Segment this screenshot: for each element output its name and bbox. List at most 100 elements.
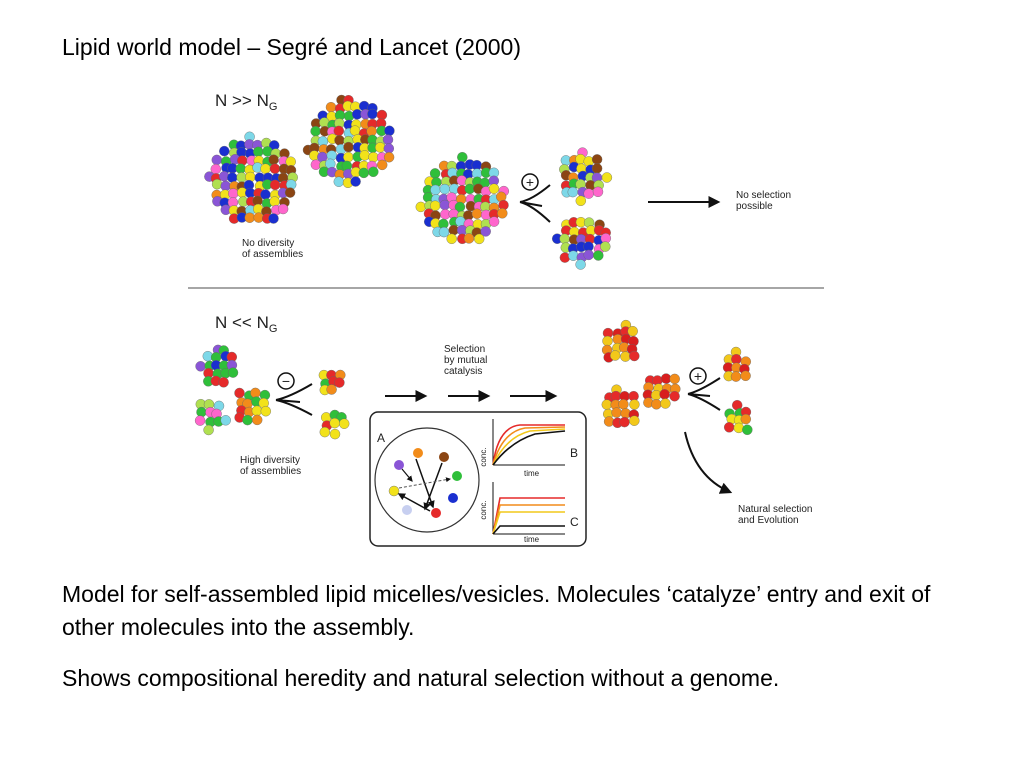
graph-b-curve-red — [492, 424, 565, 466]
bottom-heading: N << NG — [215, 313, 277, 335]
molecule — [740, 370, 751, 381]
molecule — [211, 154, 222, 166]
molecule — [203, 424, 214, 436]
molecule — [568, 250, 579, 261]
molecule — [228, 188, 239, 199]
molecule — [575, 259, 586, 270]
molecule — [349, 125, 361, 136]
molecule — [457, 151, 468, 163]
molecule — [659, 389, 670, 400]
molecule — [366, 126, 377, 137]
graph-b-curve-orange — [492, 426, 566, 466]
molecule — [591, 154, 603, 165]
molecule — [358, 167, 370, 179]
large-assembly-2 — [302, 94, 395, 189]
small-assembly-top-1 — [559, 147, 613, 207]
yaxis-label-c: conc. — [479, 500, 488, 519]
net-arrow-4 — [397, 493, 431, 512]
molecule — [343, 141, 354, 153]
molecule — [268, 213, 279, 224]
molecule — [374, 142, 386, 153]
split-icon-bottom — [275, 383, 313, 416]
inset-label-a: A — [377, 431, 385, 445]
inset-label-b: B — [570, 446, 578, 460]
split-icon — [519, 184, 551, 223]
arrow-natural-selection — [684, 431, 733, 494]
molecule — [629, 399, 640, 410]
molecule — [583, 249, 594, 261]
node-orange — [413, 448, 423, 458]
molecule — [227, 172, 238, 183]
molecule — [236, 172, 247, 183]
molecule — [234, 387, 245, 399]
molecule — [329, 417, 340, 429]
graph-b-curve-yellow — [492, 428, 566, 466]
plus-circle-icon — [521, 173, 539, 191]
node-brown — [439, 452, 449, 462]
minus-circle-icon — [277, 372, 295, 390]
molecule — [600, 241, 611, 252]
molecule — [368, 166, 379, 178]
molecule — [669, 391, 680, 402]
no-diversity-label: No diversity of assemblies — [242, 238, 303, 260]
assembly-pastel-mix — [194, 399, 231, 436]
node-lightblue — [402, 505, 412, 515]
graph-c-curve-black — [492, 525, 565, 535]
molecule — [724, 422, 735, 433]
selection-label: Selection by mutual catalysis — [444, 344, 490, 377]
small-assembly-top-2 — [552, 216, 611, 270]
graph-b-curve-black — [492, 430, 566, 466]
molecule — [660, 398, 671, 409]
graph-c-curve-yellow — [492, 511, 565, 535]
molecule — [367, 108, 378, 120]
molecule — [740, 413, 751, 425]
molecule — [235, 163, 246, 174]
molecule — [497, 208, 508, 219]
molecule — [333, 176, 345, 187]
molecule — [260, 163, 271, 174]
molecule — [733, 422, 744, 434]
molecule — [384, 125, 395, 136]
molecule — [334, 135, 345, 146]
selected-assembly-2 — [642, 373, 681, 410]
plus-circle-icon-bottom — [689, 367, 707, 385]
molecule — [269, 179, 281, 191]
molecule — [195, 361, 206, 372]
node-purple — [394, 460, 404, 470]
molecule — [343, 151, 354, 163]
caption-heredity: Shows compositional heredity and natural… — [62, 665, 780, 691]
molecule — [329, 428, 341, 440]
inset-label-c: C — [570, 515, 579, 529]
molecule — [251, 414, 263, 426]
molecule — [591, 163, 603, 174]
molecule — [471, 208, 483, 219]
molecule — [250, 387, 261, 399]
molecule — [463, 233, 475, 244]
molecule — [559, 233, 570, 245]
molecule — [474, 233, 485, 245]
molecule — [620, 351, 631, 362]
molecule — [602, 335, 613, 347]
molecule — [260, 406, 272, 417]
plus-symbol-bottom: + — [694, 368, 702, 384]
lipid-world-figure: N >> NG No diversity of assemblies + No … — [188, 91, 824, 547]
molecule — [326, 384, 337, 395]
molecule — [333, 125, 345, 137]
molecule — [480, 226, 491, 237]
molecule — [611, 407, 622, 418]
molecule — [334, 377, 345, 388]
molecule — [651, 399, 662, 410]
molecule — [211, 178, 223, 190]
high-diversity-label: High diversity of assemblies — [240, 455, 303, 477]
molecule — [601, 172, 613, 183]
no-selection-label: No selection possible — [736, 190, 794, 212]
offspring-assembly-2 — [724, 400, 753, 435]
inset-panel: A conc. B time — [369, 411, 587, 547]
molecule — [383, 151, 395, 163]
catalysis-network-circle — [374, 427, 480, 533]
caption-model-description: Model for self-assembled lipid micelles/… — [62, 581, 931, 640]
yaxis-label-b: conc. — [479, 447, 488, 466]
molecule — [619, 416, 630, 428]
molecule — [439, 199, 450, 211]
assembly-red-green — [234, 387, 272, 426]
